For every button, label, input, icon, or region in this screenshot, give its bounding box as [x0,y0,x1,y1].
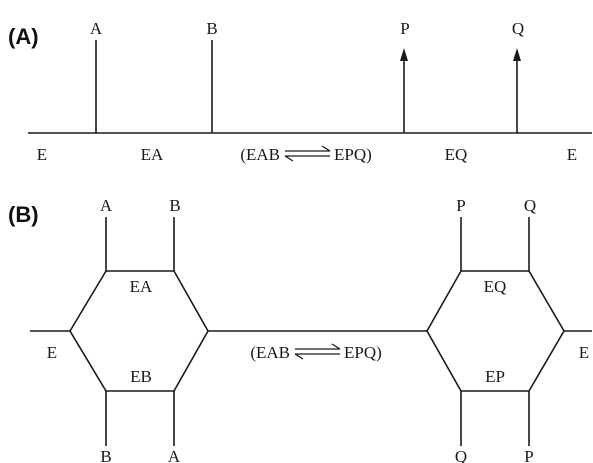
left-lower-form-eb: EB [130,367,152,386]
right-upper-form-eq: EQ [484,277,507,296]
left-binding-hexagon: A B B A EA EB [69,196,209,463]
product-q-label: Q [512,19,524,38]
panel-b: (B) A B B A EA EB P Q Q P EQ EP [8,196,592,463]
right-bottom-q-label: Q [455,447,467,463]
substrate-a-label: A [90,19,103,38]
product-p-label: P [400,19,409,38]
left-upper-form-ea: EA [130,277,153,296]
substrate-b-label: B [206,19,217,38]
right-bottom-p-label: P [524,447,533,463]
central-complex-epq: EPQ) [334,145,372,164]
panel-b-tag: (B) [8,202,39,227]
left-bottom-a-label: A [168,447,181,463]
right-top-q-label: Q [524,196,536,215]
left-bottom-b-label: B [100,447,111,463]
panel-a: (A) A B P Q E EA EQ E (EAB EPQ) [8,19,592,164]
enzyme-form-ea: EA [141,145,164,164]
product-q-arrowhead [513,48,521,61]
right-top-p-label: P [456,196,465,215]
right-lower-form-ep: EP [485,367,505,386]
enzyme-form-e-start: E [37,145,47,164]
left-enzyme-e: E [47,343,57,362]
enzyme-form-eq: EQ [445,145,468,164]
b-equilibrium-arrows-icon [294,343,341,360]
left-top-b-label: B [169,196,180,215]
product-p-arrowhead [400,48,408,61]
left-top-a-label: A [100,196,113,215]
enzyme-form-e-end: E [567,145,577,164]
central-complex-eab: (EAB [240,145,280,164]
panel-a-tag: (A) [8,24,39,49]
equilibrium-arrows-icon [284,145,331,162]
b-central-complex-eab: (EAB [250,343,290,362]
b-central-complex-epq: EPQ) [344,343,382,362]
right-enzyme-e: E [579,343,589,362]
right-release-hexagon: P Q Q P EQ EP [426,196,565,463]
